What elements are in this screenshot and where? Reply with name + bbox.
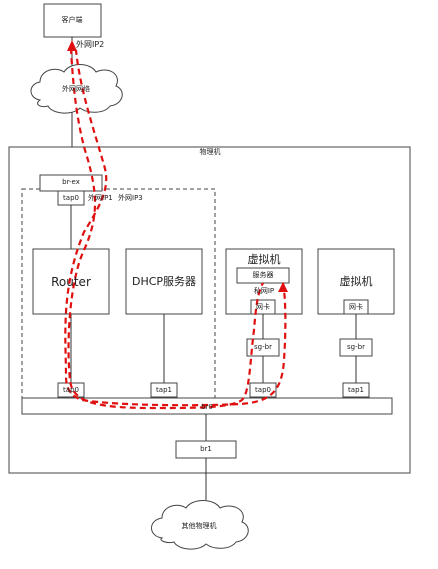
router-label: Router	[51, 275, 91, 289]
internet-cloud	[30, 64, 123, 114]
traffic-path	[67, 47, 264, 410]
dhcp-tap1-box	[150, 382, 178, 398]
other-hosts-cloud	[151, 500, 249, 550]
traffic-path-return	[64, 49, 287, 407]
dhcp-label: DHCP服务器	[131, 275, 197, 288]
vm2-nic-label: 网卡	[349, 303, 363, 311]
external-ip2-label: 外网IP2	[76, 40, 105, 49]
vm1-tap0-box	[249, 382, 277, 398]
br0-label: br0	[201, 403, 213, 411]
br-ex-label: br-ex	[62, 178, 80, 186]
physical-host-label: 物理机	[199, 148, 221, 156]
vm2-label: 虚拟机	[339, 275, 373, 288]
vm1-private-ip-label: 私网IP	[253, 287, 275, 295]
vm2-tap1-label: tap1	[348, 386, 364, 394]
physical-host-box	[8, 146, 411, 474]
client-label: 客户端	[61, 16, 83, 24]
dhcp-tap1-label: tap1	[156, 386, 172, 394]
vm1-nic-label: 网卡	[256, 303, 270, 311]
internet-label: 外网网络	[62, 85, 90, 93]
vm2-sgbr-label: sg-br	[347, 343, 365, 351]
vm1-server-label: 服务器	[252, 271, 274, 279]
other-hosts-label: 其他物理机	[181, 522, 217, 530]
tap0-top-label: tap0	[63, 194, 79, 202]
vm1-label: 虚拟机	[247, 253, 281, 266]
router-tap0-label: tap0	[63, 386, 79, 394]
dhcp-box	[125, 248, 203, 315]
br1-label: br1	[200, 445, 212, 453]
external-ip3-label: 外网IP3	[118, 194, 143, 202]
vm2-tap1-box	[342, 382, 370, 398]
arrow-to-client-icon	[67, 40, 77, 51]
client-box	[43, 3, 102, 38]
external-ip1-label: 外网IP1	[88, 194, 113, 202]
vm1-tap0-label: tap0	[255, 386, 271, 394]
arrow-to-server-icon	[278, 282, 288, 292]
vm1-sgbr-label: sg-br	[254, 343, 272, 351]
